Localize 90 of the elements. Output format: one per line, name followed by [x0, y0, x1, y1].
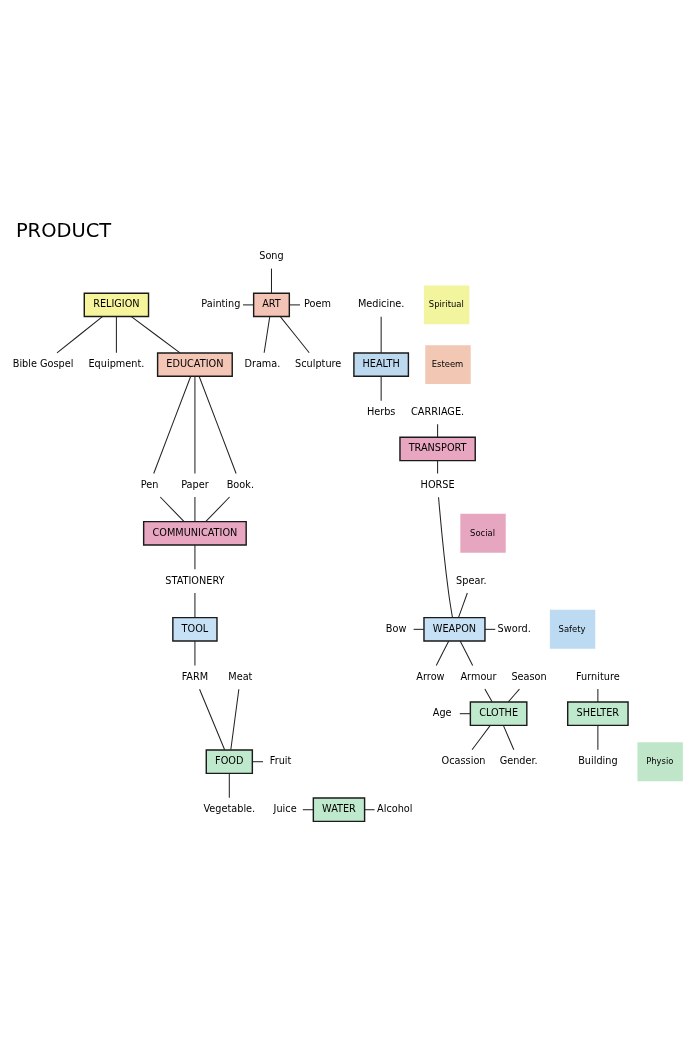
- connector: [205, 496, 231, 522]
- legend-label: Social: [470, 527, 496, 538]
- connector: [458, 592, 468, 618]
- node-text: FARM: [181, 670, 209, 682]
- node-text: Spear.: [456, 574, 487, 586]
- node-box: COMMUNICATION: [142, 520, 247, 546]
- connector: [194, 496, 196, 522]
- connector: [380, 316, 382, 354]
- node-text: Arrow: [416, 670, 445, 682]
- node-box: ART: [252, 292, 291, 318]
- connector: [194, 544, 196, 570]
- node-text: Herbs: [366, 405, 396, 417]
- node-text: CARRIAGE.: [411, 405, 465, 417]
- connector: [263, 316, 271, 354]
- node-text: Armour: [460, 670, 497, 682]
- diagram-title: PRODUCT: [15, 218, 112, 242]
- node-box: HEALTH: [353, 352, 410, 377]
- node-text: Book.: [226, 478, 254, 490]
- legend-label: Esteem: [431, 358, 464, 369]
- node-box: CLOTHE: [469, 701, 528, 727]
- connector: [230, 688, 240, 751]
- node-text: Song: [259, 250, 284, 262]
- node-text: Vegetable.: [203, 803, 256, 814]
- connector: [288, 304, 301, 306]
- node-text: Ocassion: [441, 754, 486, 766]
- connector: [502, 724, 515, 751]
- connector: [115, 316, 117, 354]
- connector: [252, 761, 264, 763]
- node-box: TRANSPORT: [399, 436, 476, 462]
- node-text: Medicine.: [357, 298, 405, 310]
- connector: [198, 375, 237, 475]
- connector: [194, 592, 196, 618]
- node-text: Bible Gospel: [12, 357, 74, 369]
- node-box: TOOL: [172, 616, 218, 642]
- connector: [56, 316, 103, 354]
- connector: [597, 724, 599, 751]
- node-text: Fruit: [269, 754, 292, 766]
- connector: [437, 460, 439, 474]
- node-box: RELIGION: [83, 292, 150, 318]
- node-box: SHELTER: [567, 701, 629, 727]
- node-text: Meat: [228, 670, 253, 682]
- legend-label: Physio: [646, 755, 674, 766]
- connector: [597, 688, 599, 703]
- node-text: Alcohol: [377, 803, 413, 814]
- connector: [484, 688, 493, 703]
- connector: [435, 640, 450, 666]
- connector: [413, 628, 425, 630]
- connector: [228, 772, 230, 799]
- node-box: WEAPON: [423, 616, 486, 642]
- node-text: Paper: [181, 478, 209, 490]
- node-text: Pen: [140, 478, 159, 490]
- connector: [380, 375, 382, 402]
- connector: [199, 688, 226, 751]
- node-text: Furniture: [576, 670, 620, 682]
- node-text: Sculpture: [295, 357, 342, 369]
- connector: [159, 496, 185, 522]
- connector: [130, 316, 181, 354]
- connector: [242, 304, 254, 306]
- node-text: Poem: [304, 298, 332, 310]
- node-text: Gender.: [499, 754, 538, 766]
- connector: [270, 268, 272, 294]
- node-text: Equipment.: [88, 357, 145, 369]
- connector: [194, 640, 196, 666]
- connector: [279, 316, 310, 354]
- connector: [302, 809, 314, 811]
- connector: [364, 809, 376, 811]
- legend-label: Spiritual: [428, 299, 464, 310]
- node-text: Drama.: [244, 357, 281, 369]
- connector: [153, 375, 192, 475]
- node-text: Age: [432, 706, 452, 718]
- connector: [438, 496, 453, 618]
- connector: [484, 628, 496, 630]
- node-box: EDUCATION: [156, 352, 233, 377]
- node-text: Painting: [201, 298, 241, 310]
- connector: [437, 423, 439, 438]
- node-text: Season: [511, 670, 547, 682]
- node-text: Sword.: [497, 622, 531, 634]
- node-text: STATIONERY: [165, 574, 225, 586]
- node-text: Juice: [273, 803, 297, 814]
- legend-label: Safety: [558, 623, 586, 634]
- connector: [459, 640, 474, 666]
- node-text: Building: [578, 754, 618, 766]
- connector: [459, 713, 471, 715]
- connector: [507, 688, 520, 703]
- node-box: WATER: [312, 797, 366, 823]
- node-text: Bow: [385, 622, 407, 634]
- connector: [194, 375, 196, 475]
- connector: [471, 724, 491, 751]
- node-box: FOOD: [205, 749, 254, 775]
- node-text: HORSE: [420, 478, 455, 490]
